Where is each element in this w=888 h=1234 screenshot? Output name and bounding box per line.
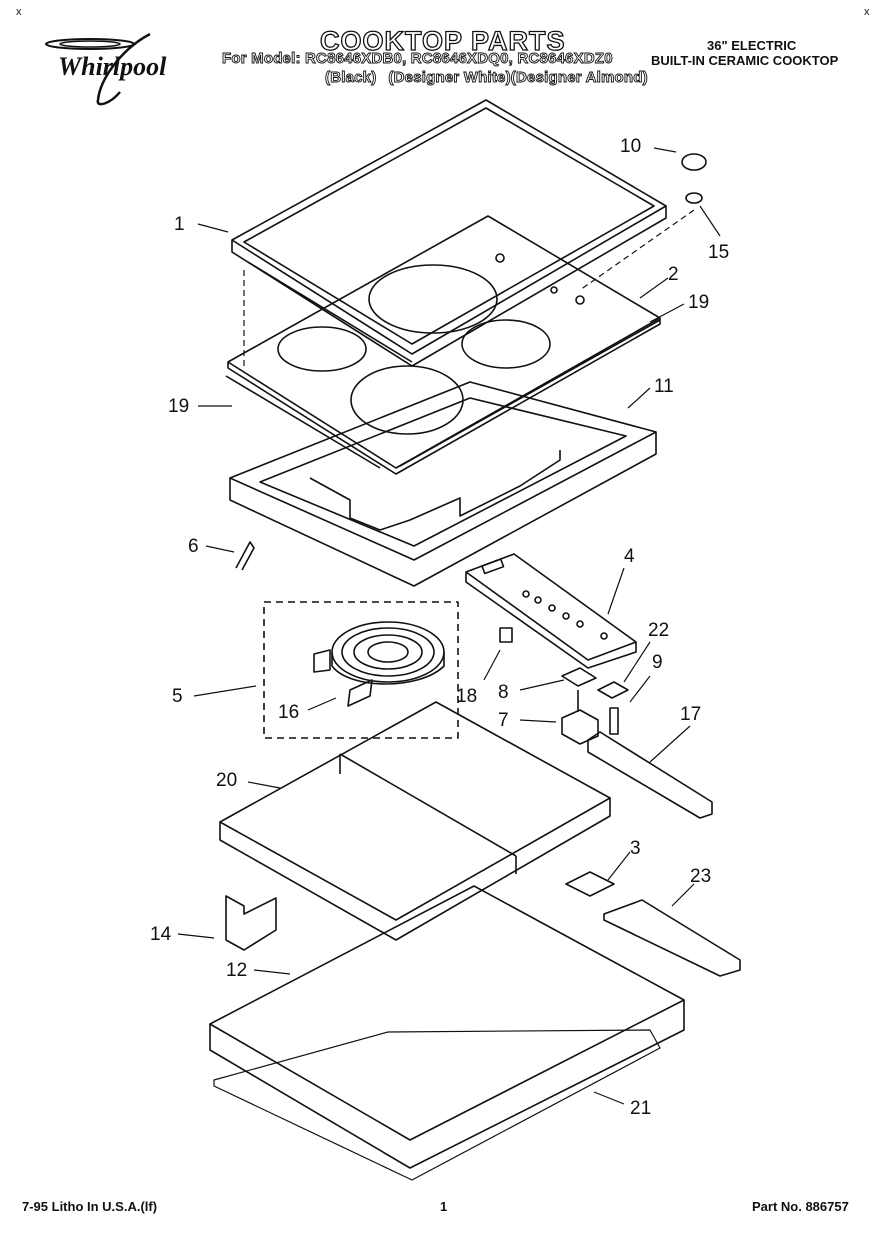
footer-litho: 7-95 Litho In U.S.A.(lf) (22, 1199, 158, 1214)
variant-white: (Designer White) (388, 69, 511, 87)
callout-3: 3 (630, 838, 641, 859)
part-channel (603, 899, 741, 977)
callout-19-right: 19 (688, 292, 710, 313)
part-gasket-left (225, 375, 381, 469)
model-numbers: For Model: RC8646XDB0, RC8646XDQ0, RC864… (222, 50, 613, 68)
callout-4: 4 (624, 546, 635, 567)
brand-name: Whirlpool (58, 52, 167, 81)
callout-17: 17 (680, 704, 702, 725)
callout-21: 21 (630, 1098, 652, 1119)
callout-7: 7 (498, 710, 509, 731)
part-control-panel (465, 553, 637, 669)
part-heat-shield (219, 701, 611, 941)
callout-8: 8 (498, 682, 509, 703)
callout-9: 9 (652, 652, 663, 673)
footer-part-number: Part No. 886757 (752, 1199, 849, 1214)
variant-almond: (Designer Almond) (510, 69, 648, 87)
callout-14: 14 (150, 924, 172, 945)
part-glass-top (227, 215, 661, 475)
callout-18: 18 (456, 686, 478, 707)
part-frame (231, 99, 667, 367)
part-rail (587, 731, 713, 819)
part-support-tray (229, 381, 657, 587)
callout-23: 23 (690, 866, 712, 887)
callout-1: 1 (174, 214, 185, 235)
part-clip (235, 541, 255, 571)
callout-11: 11 (654, 376, 674, 397)
callout-2: 2 (668, 264, 679, 285)
part-knob (681, 153, 707, 171)
product-type-line2: BUILT-IN CERAMIC COOKTOP (651, 53, 839, 68)
color-variants: (Black) (Designer White)(Designer Almond) (325, 69, 649, 87)
footer-page-number: 1 (440, 1199, 448, 1214)
callout-15: 15 (708, 242, 730, 263)
corner-mark-right: x (864, 6, 870, 18)
part-22 (597, 681, 629, 699)
part-bracket (561, 667, 597, 687)
part-element-assembly (263, 601, 459, 739)
part-base-pan (209, 885, 685, 1169)
callout-20: 20 (216, 770, 238, 791)
callout-22: 22 (648, 620, 670, 641)
part-switch (561, 690, 599, 745)
part-14 (225, 895, 277, 951)
callout-12: 12 (226, 960, 248, 981)
part-18 (499, 627, 513, 643)
part-gasket-right (399, 319, 661, 467)
part-3 (565, 871, 615, 897)
page-title: COOKTOP PARTS (319, 25, 566, 56)
callout-16: 16 (278, 702, 300, 723)
callout-6: 6 (188, 536, 199, 557)
callout-10: 10 (620, 136, 642, 157)
part-9 (609, 707, 619, 735)
part-bottom-sheet (213, 1029, 661, 1181)
callout-5: 5 (172, 686, 183, 707)
variant-black: (Black) (325, 69, 377, 87)
part-grommet (685, 192, 703, 204)
callout-19-left: 19 (168, 396, 190, 417)
product-type-line1: 36" ELECTRIC (707, 38, 797, 53)
corner-mark-left: x (16, 6, 22, 18)
